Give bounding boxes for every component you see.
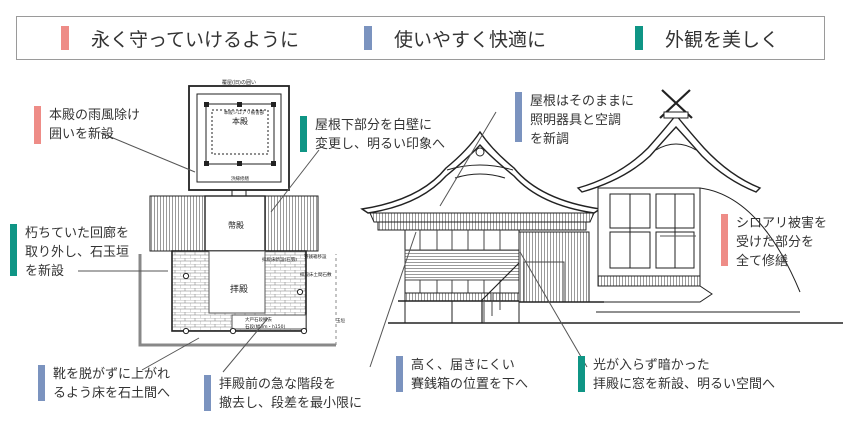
note-line: 屋根はそのままに xyxy=(530,94,635,109)
note-line: 本殿の雨風除け xyxy=(49,108,141,123)
legend-swatch-teal xyxy=(635,26,643,50)
honden-roof xyxy=(576,113,762,193)
plan-label-haiden: 拝殿 xyxy=(230,283,248,295)
step-area xyxy=(231,314,307,330)
haiden-core xyxy=(208,250,266,314)
stone-fence xyxy=(138,254,336,347)
note-text: 拝殿前の急な階段を 撤去し、段差を最小限に xyxy=(219,375,362,413)
heiden-room xyxy=(204,195,266,252)
note-color-bar xyxy=(515,92,522,142)
note-text: 光が入らず暗かった 拝殿に窓を新設、明るい空間へ xyxy=(593,356,775,394)
note-line: 屋根下部分を白壁に xyxy=(315,118,433,133)
plan-label-haiden-note: 拝殿床新設(石張) xyxy=(262,256,297,263)
note-line: るよう床を石土間へ xyxy=(53,386,171,401)
haiden-posts xyxy=(182,272,308,335)
note-text: 屋根はそのままに 照明器具と空調 を新調 xyxy=(530,92,634,149)
note-line: 撤去し、段差を最小限に xyxy=(219,396,363,411)
plan-label-honden: 本殿 xyxy=(232,116,248,126)
note-color-bar xyxy=(396,356,403,392)
note-lighting-aircon: 屋根はそのままに 照明器具と空調 を新調 xyxy=(515,92,634,149)
note-text: 屋根下部分を白壁に 変更し、明るい印象へ xyxy=(315,116,445,154)
note-line: 照明器具と空調 xyxy=(530,113,622,128)
note-color-bar xyxy=(204,375,211,411)
note-text: 高く、届きにくい 賽銭箱の位置を下へ xyxy=(411,356,528,394)
legend-swatch-blue xyxy=(364,26,372,50)
note-corridor-removal: 朽ちていた回廊を 取り外し、石玉垣 を新設 xyxy=(10,224,129,281)
note-honden-enclosure: 本殿の雨風除け 囲いを新設 xyxy=(34,106,140,144)
note-line: 囲いを新設 xyxy=(49,127,115,142)
note-line: 拝殿前の急な階段を xyxy=(219,377,337,392)
plan-label-bottom2: 石段(幅3m・h150) xyxy=(245,323,285,330)
plan-label-bottom1: 大戸石段撤去 xyxy=(245,316,272,323)
note-line: シロアリ被害を xyxy=(736,216,828,231)
plan-label-top: 覆屋(旧)の囲い xyxy=(222,79,256,86)
note-text: 朽ちていた回廊を 取り外し、石玉垣 を新設 xyxy=(25,224,129,281)
note-text: 本殿の雨風除け 囲いを新設 xyxy=(49,106,140,144)
note-color-bar xyxy=(34,106,41,144)
legend-label: 外観を美しく xyxy=(665,28,780,51)
note-line: 朽ちていた回廊を xyxy=(25,226,130,241)
plan-label-honden-inner: 本殿シロアリ被害部 xyxy=(224,109,265,116)
legend-item-durability: 永く守っていけるように xyxy=(61,17,299,59)
legend-item-usability: 使いやすく快適に xyxy=(364,17,546,59)
elevation xyxy=(360,89,843,324)
note-color-bar xyxy=(10,224,17,276)
leader-lines xyxy=(78,111,696,373)
note-line: 全て修繕 xyxy=(736,254,789,269)
plan-label-honden-bottom: 浜縁修繕 xyxy=(231,175,249,182)
note-stone-floor: 靴を脱がずに上がれ るよう床を石土間へ xyxy=(38,365,170,403)
honden-inner-wall xyxy=(196,93,282,183)
legend-label: 使いやすく快適に xyxy=(394,28,547,51)
legend-label: 永く守っていけるように xyxy=(91,28,300,51)
note-color-bar xyxy=(38,365,45,401)
legend-item-appearance: 外観を美しく xyxy=(635,17,779,59)
note-white-wall: 屋根下部分を白壁に 変更し、明るい印象へ xyxy=(300,116,445,154)
note-text: 靴を脱がずに上がれ るよう床を石土間へ xyxy=(53,365,170,403)
floor-plan: 覆屋(旧)の囲い 本殿 本殿シロアリ被害部 浜縁修繕 幣殿 拝殿 拝殿床新設(石… xyxy=(138,79,345,347)
honden-core xyxy=(211,109,269,155)
note-line: を新設 xyxy=(25,264,65,279)
note-new-windows: 光が入らず暗かった 拝殿に窓を新設、明るい空間へ xyxy=(578,356,775,394)
honden-enclosure xyxy=(188,85,290,191)
note-line: 拝殿に窓を新設、明るい空間へ xyxy=(593,377,776,392)
note-line: 高く、届きにくい xyxy=(411,358,515,373)
legend-swatch-red xyxy=(61,26,69,50)
note-termite-repair: シロアリ被害を 受けた部分を 全て修繕 xyxy=(721,214,827,271)
note-line: 変更し、明るい印象へ xyxy=(315,137,446,152)
plan-label-heiden: 幣殿 xyxy=(228,220,244,230)
note-line: 光が入らず暗かった xyxy=(593,358,710,373)
honden-posts xyxy=(204,102,276,166)
note-line: 賽銭箱の位置を下へ xyxy=(411,377,529,392)
note-offering-box: 高く、届きにくい 賽銭箱の位置を下へ xyxy=(396,356,528,394)
note-text: シロアリ被害を 受けた部分を 全て修繕 xyxy=(736,214,827,271)
plan-label-step-note: 拝殿床土間石敷 xyxy=(300,271,332,278)
note-color-bar xyxy=(578,356,585,392)
note-line: 靴を脱がずに上がれ xyxy=(53,367,171,382)
note-remove-stairs: 拝殿前の急な階段を 撤去し、段差を最小限に xyxy=(204,375,362,413)
legend-bar: 永く守っていけるように 使いやすく快適に 外観を美しく xyxy=(16,16,825,60)
note-color-bar xyxy=(300,116,307,152)
plan-label-right-edge: 玉垣 xyxy=(336,317,345,324)
note-line: 受けた部分を xyxy=(736,235,815,250)
note-color-bar xyxy=(721,214,728,266)
note-line: 取り外し、石玉垣 xyxy=(25,245,130,260)
plan-label-right-note: 賽銭箱移設 xyxy=(304,253,327,260)
note-line: を新調 xyxy=(530,132,570,147)
